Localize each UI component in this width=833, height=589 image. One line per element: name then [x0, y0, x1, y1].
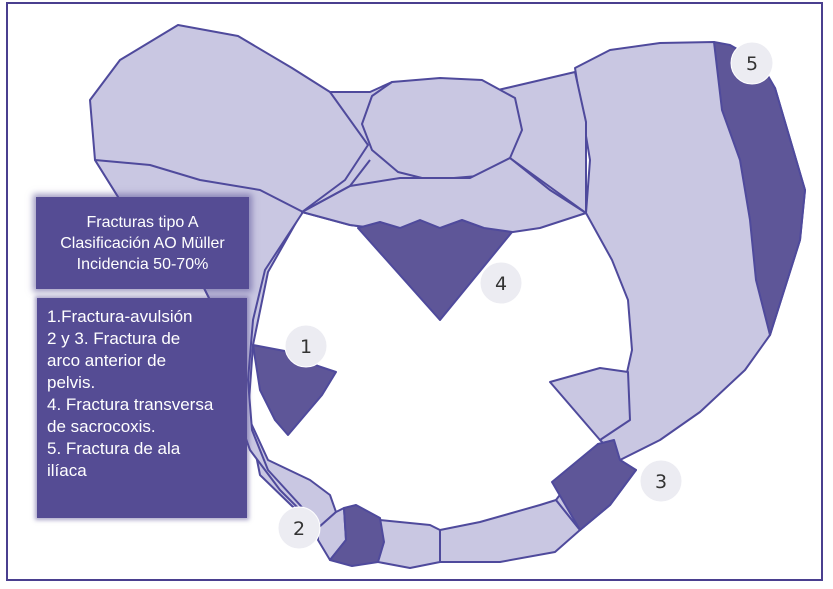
marker-5: 5 — [730, 41, 774, 85]
pubic-mid-left — [377, 519, 441, 569]
svg-text:3: 3 — [655, 471, 667, 493]
sacral-edge-right — [509, 157, 587, 214]
legend-line-6: de sacrocoxis. — [47, 417, 156, 436]
classification-title-box: Fracturas tipo A Clasificación AO Müller… — [36, 197, 249, 289]
sacral-edge-left — [301, 159, 371, 213]
right-inner-patch — [549, 367, 631, 441]
legend-line-5: 4. Fractura transversa — [47, 395, 214, 414]
marker-2: 2 — [277, 506, 321, 550]
marker-1: 1 — [284, 324, 328, 368]
pubic-mid-right — [439, 499, 581, 563]
title-line-1: Fracturas tipo A — [86, 213, 199, 231]
marker-4: 4 — [479, 261, 523, 305]
legend-line-4: pelvis. — [47, 373, 96, 392]
title-line-3: Incidencia 50-70% — [76, 255, 209, 273]
fracture-3-anterior-arch — [551, 439, 637, 531]
legend-line-3: arco anterior de — [47, 351, 167, 370]
legend-line-8: ilíaca — [47, 461, 87, 480]
svg-text:1: 1 — [300, 336, 312, 358]
legend-line-1: 1.Fractura-avulsión — [47, 307, 193, 326]
svg-text:2: 2 — [293, 518, 305, 540]
fracture-4-sacrococcyx — [357, 219, 513, 321]
fracture-legend-box: 1.Fractura-avulsión 2 y 3. Fractura de a… — [37, 298, 247, 518]
legend-line-7: 5. Fractura de ala — [47, 439, 181, 458]
marker-3: 3 — [639, 459, 683, 503]
title-line-2: Clasificación AO Müller — [60, 234, 225, 252]
legend-line-2: 2 y 3. Fractura de — [47, 329, 181, 348]
svg-text:5: 5 — [746, 53, 758, 75]
svg-text:4: 4 — [495, 273, 507, 295]
fracture-2-anterior-arch — [329, 504, 385, 567]
